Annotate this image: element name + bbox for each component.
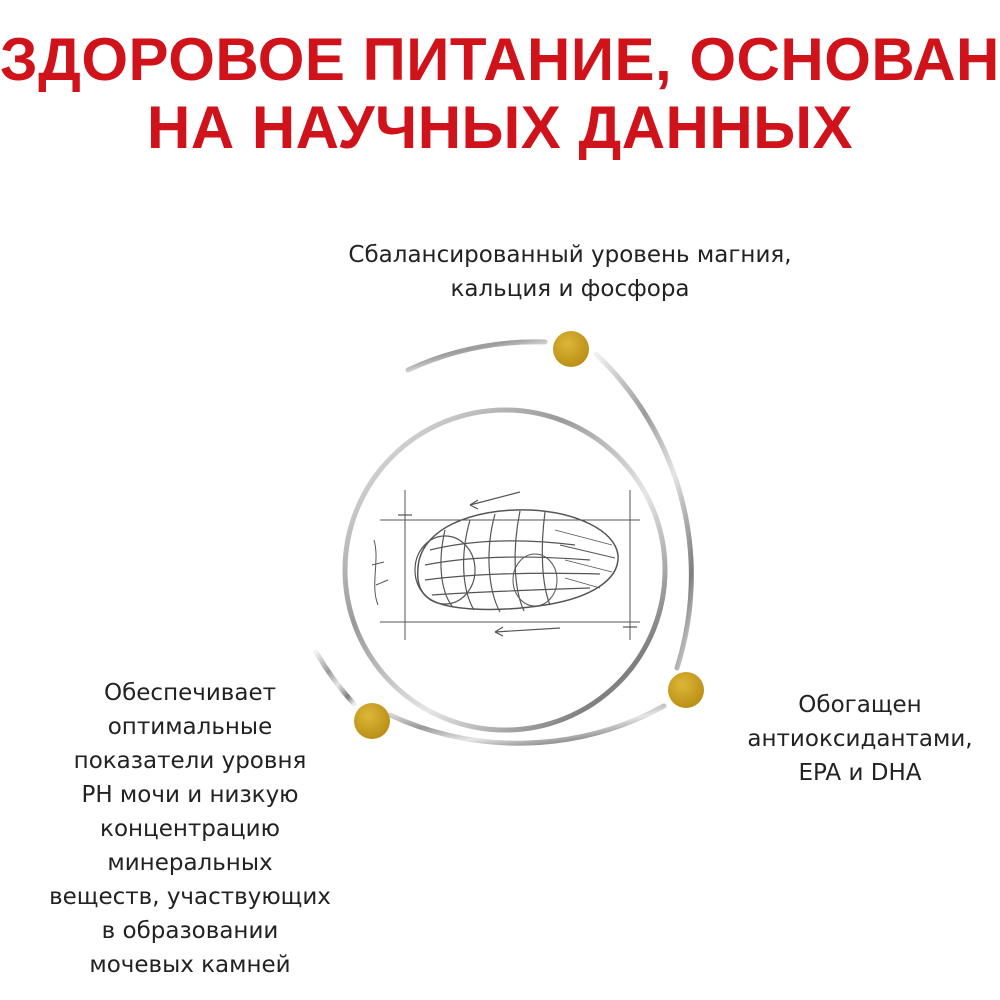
outer-ring-arc-top-left [405,339,548,373]
marker-dot-left [354,703,390,739]
callout-urine-ph-line: мочевых камней [89,952,291,978]
callout-urine-ph-line: минеральных [107,850,273,876]
callout-urine-ph: Обеспечивает оптимальные показатели уров… [20,676,360,982]
callout-urine-ph-line: веществ, участвующих [49,884,331,910]
callout-urine-ph-line: PH мочи и низкую [81,782,299,808]
headline-line-1: ЗДОРОВОЕ ПИТАНИЕ, ОСНОВАННОЕ [0,26,1000,93]
callout-antioxidants: Обогащен антиоксидантами, EPA и DHA [720,688,1000,790]
callout-urine-ph-line: в образовании [101,918,279,944]
inner-ring [342,407,668,733]
outer-ring-arc-right [593,351,694,671]
callout-antioxidants-line: EPA и DHA [798,760,922,786]
callout-urine-ph-line: показатели уровня [73,748,307,774]
callout-antioxidants-line: Обогащен [798,692,922,718]
callout-urine-ph-line: Обеспечивает [103,680,276,706]
callout-antioxidants-line: антиоксидантами, [747,726,973,752]
callout-minerals-line: кальция и фосфора [450,276,690,302]
callout-minerals-line: Сбалансированный уровень магния, [348,242,792,268]
callout-urine-ph-line: концентрацию [100,816,280,842]
kibble-sketch-icon [371,490,640,640]
headline-line-2: НА НАУЧНЫХ ДАННЫХ [147,94,853,161]
marker-dot-top [553,331,589,367]
callout-urine-ph-line: оптимальные [107,714,273,740]
callout-minerals: Сбалансированный уровень магния, кальция… [260,238,880,306]
marker-dot-right [668,672,704,708]
outer-ring-arc-lower-left [313,649,357,707]
outer-ring-arc-bottom [387,703,667,746]
